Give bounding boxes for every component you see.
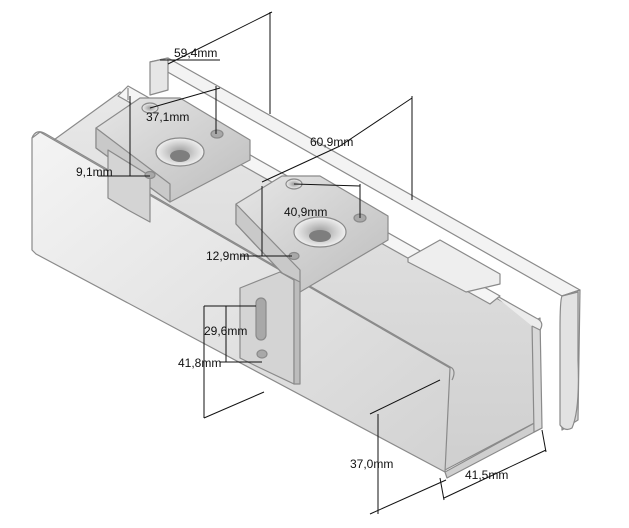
dimension-labels: 59,4mm 37,1mm 9,1mm 60,9mm 40,9mm 12,9mm…: [76, 46, 508, 482]
dim-label-37-1: 37,1mm: [146, 110, 189, 124]
dim-label-41-5: 41,5mm: [465, 468, 508, 482]
dim-label-37-0: 37,0mm: [350, 457, 393, 471]
dim-label-9-1: 9,1mm: [76, 165, 113, 179]
back-plate: [149, 57, 581, 431]
dim-label-40-9: 40,9mm: [284, 205, 327, 219]
dim-label-59-4: 59,4mm: [174, 46, 217, 60]
dim-label-12-9: 12,9mm: [206, 249, 249, 263]
mounting-bracket-2: [235, 175, 389, 385]
dim-label-29-6: 29,6mm: [204, 324, 247, 338]
dimension-lines: [98, 11, 547, 515]
mounting-bracket-1: [95, 97, 251, 223]
dim-label-60-9: 60,9mm: [310, 135, 353, 149]
dim-label-41-8: 41,8mm: [178, 356, 221, 370]
